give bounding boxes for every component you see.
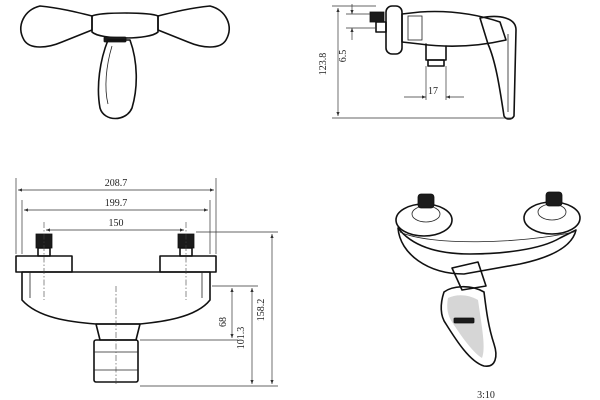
dim-outlet-height: 68 xyxy=(218,317,229,327)
dim-inlet-centers: 150 xyxy=(109,218,124,229)
front-left-flange xyxy=(20,5,93,48)
dim-inlet-offset: 6.5 xyxy=(338,50,349,63)
front-right-flange xyxy=(157,5,230,48)
dim-spout-width: 17 xyxy=(428,86,438,97)
persp-right-inlet xyxy=(545,191,563,207)
dim-overall-height: 123.8 xyxy=(318,53,329,76)
side-view: 123.8 6.5 17 xyxy=(318,4,517,120)
persp-right-flange xyxy=(523,201,581,235)
perspective-view: 3:10 xyxy=(395,191,581,400)
dimensioned-front-view: 208.7 199.7 150 158.2 101.3 68 xyxy=(15,178,278,387)
persp-body xyxy=(397,227,577,275)
side-body-band xyxy=(407,15,423,41)
persp-body-top xyxy=(399,231,575,243)
persp-left-flange xyxy=(395,203,453,237)
persp-spout xyxy=(451,261,487,291)
side-wall-flange xyxy=(385,5,403,55)
dim-flange-span: 199.7 xyxy=(105,198,128,209)
persp-brand-plate xyxy=(453,317,475,324)
right-wall-flange xyxy=(159,255,217,273)
dim-total-width: 208.7 xyxy=(105,178,128,189)
side-handle-lever xyxy=(479,15,517,120)
persp-left-inlet xyxy=(417,193,435,209)
dim-body-height: 101.3 xyxy=(236,327,247,350)
dim-handle-height: 158.2 xyxy=(256,299,267,322)
side-inlet-stem xyxy=(375,21,387,33)
side-inlet-thread xyxy=(369,11,385,23)
front-handle-highlight xyxy=(105,45,113,105)
persp-handle-face xyxy=(447,295,484,358)
persp-handle xyxy=(440,285,497,367)
front-view xyxy=(20,5,230,120)
side-body xyxy=(401,10,507,47)
front-body xyxy=(91,12,159,39)
scale-label: 3:10 xyxy=(477,390,495,400)
body-collar xyxy=(95,323,141,341)
front-handle-lever xyxy=(97,39,138,120)
side-aerator xyxy=(427,59,445,67)
